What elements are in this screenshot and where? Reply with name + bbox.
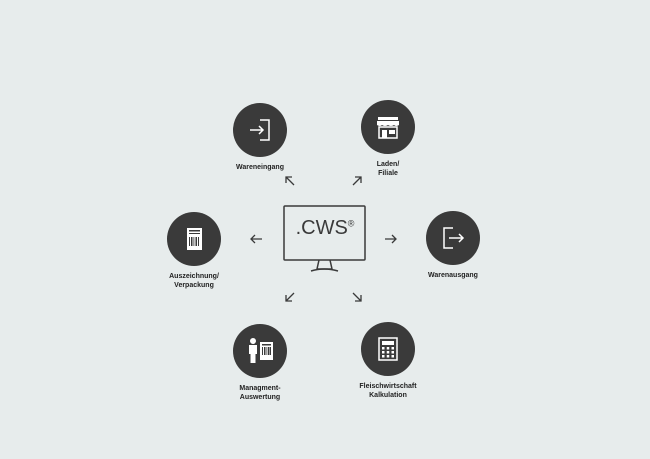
node-label: Warenausgang xyxy=(428,272,478,279)
brand-text: .CWS xyxy=(295,217,348,239)
node-auszeichnung[interactable]: Auszeichnung/ Verpackung xyxy=(139,212,249,290)
store-icon xyxy=(361,100,415,154)
node-warenausgang[interactable]: Warenausgang xyxy=(398,211,508,280)
node-laden[interactable]: Laden/ Filiale xyxy=(333,100,443,178)
calculator-icon xyxy=(361,322,415,376)
arrow-left-icon xyxy=(250,234,262,244)
arrow-up-left-icon xyxy=(285,176,295,186)
node-label: Wareneingang xyxy=(236,164,284,171)
registered-mark: ® xyxy=(347,218,355,229)
logout-icon xyxy=(426,211,480,265)
node-label: Auszeichnung/ Verpackung xyxy=(169,273,219,289)
node-management[interactable]: Managment- Auswertung xyxy=(205,324,315,402)
node-label: Fleischwirtschaft Kalkulation xyxy=(359,383,417,399)
node-wareneingang[interactable]: Wareneingang xyxy=(205,103,315,172)
barcode-label-icon xyxy=(167,212,221,266)
arrow-up-right-icon xyxy=(352,176,362,186)
node-fleischwirtschaft[interactable]: Fleischwirtschaft Kalkulation xyxy=(333,322,443,400)
arrow-down-left-icon xyxy=(285,292,295,302)
node-label: Laden/ Filiale xyxy=(376,161,400,177)
node-label: Managment- Auswertung xyxy=(239,385,281,401)
login-icon xyxy=(233,103,287,157)
monitor-icon: .CWS® xyxy=(283,205,366,277)
person-document-icon xyxy=(233,324,287,378)
brand-logo: .CWS® xyxy=(293,217,357,240)
arrow-down-right-icon xyxy=(352,292,362,302)
arrow-right-icon xyxy=(385,234,397,244)
